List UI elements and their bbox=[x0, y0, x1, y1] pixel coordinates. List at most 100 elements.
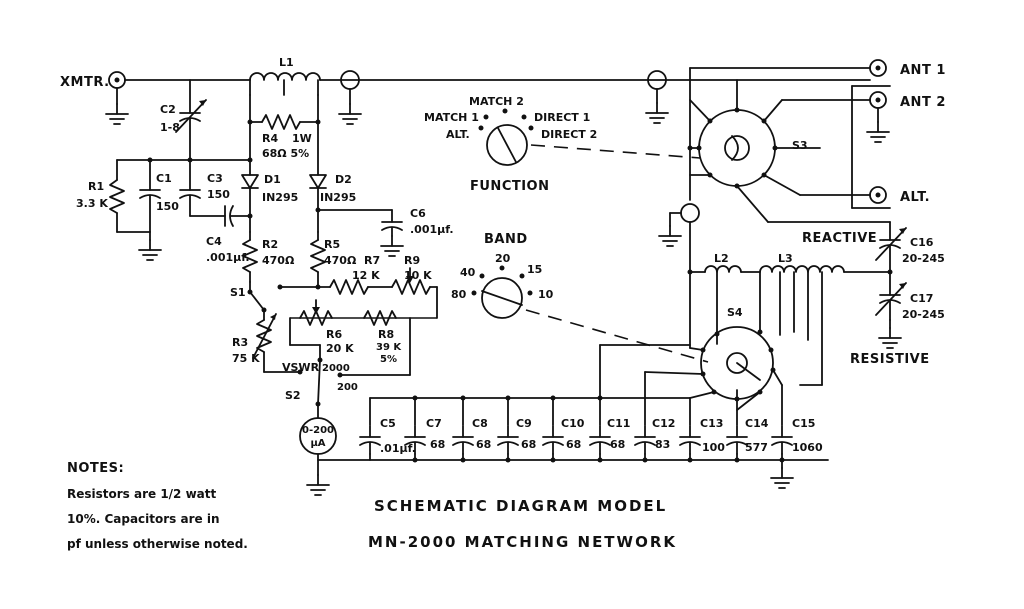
r3-value: 75 K bbox=[232, 352, 260, 365]
r6-label: R6 bbox=[326, 328, 342, 341]
resistor-r1 bbox=[109, 159, 125, 233]
d1-label: D1 bbox=[264, 173, 281, 186]
left-bus bbox=[116, 157, 251, 163]
meter bbox=[299, 417, 337, 496]
c8-label: C8 bbox=[472, 417, 488, 430]
vswr-label: VSWR bbox=[282, 361, 320, 374]
band-15: 15 bbox=[527, 263, 542, 276]
band-20: 20 bbox=[495, 252, 511, 265]
capacitor-c17 bbox=[875, 271, 907, 349]
l1-label: L1 bbox=[279, 56, 294, 69]
r9-value: 10 K bbox=[404, 269, 432, 282]
r1-label: R1 bbox=[88, 180, 104, 193]
l3-label: L3 bbox=[778, 252, 793, 265]
meter-range: 0-200 bbox=[302, 425, 334, 436]
switch-s3 bbox=[687, 79, 891, 223]
c1-label: C1 bbox=[156, 172, 172, 185]
band-80: 80 bbox=[451, 288, 467, 301]
capacitor-c16 bbox=[875, 221, 907, 275]
capacitor-c2 bbox=[175, 79, 207, 161]
s2-2000-position: 2000 bbox=[322, 363, 350, 374]
xmtr-label: XMTR. bbox=[60, 75, 110, 90]
switch-s1 bbox=[247, 281, 267, 321]
function-match1: MATCH 1 bbox=[424, 111, 479, 124]
capacitor-c1 bbox=[139, 159, 161, 233]
potentiometer-r9 bbox=[391, 267, 438, 319]
r8-label: R8 bbox=[378, 328, 394, 341]
inductor-l3 bbox=[759, 265, 891, 386]
r6-value: 20 K bbox=[326, 342, 354, 355]
c15-label: C15 bbox=[792, 417, 815, 430]
resistor-r4 bbox=[247, 94, 321, 130]
band-40: 40 bbox=[460, 266, 476, 279]
coax-ground-2 bbox=[645, 70, 669, 124]
ant1-label: ANT 1 bbox=[900, 63, 946, 78]
function-alt: ALT. bbox=[446, 128, 470, 141]
c4-value: .001µf. bbox=[206, 251, 250, 264]
c12-label: C12 bbox=[652, 417, 675, 430]
c13-label: C13 bbox=[700, 417, 723, 430]
band-title: BAND bbox=[484, 232, 528, 247]
title-line-1: SCHEMATIC DIAGRAM MODEL bbox=[374, 497, 667, 515]
ant1-connector bbox=[689, 59, 887, 81]
alt-label: ALT. bbox=[900, 190, 930, 205]
notes-heading: NOTES: bbox=[67, 461, 124, 476]
inductor-l1 bbox=[249, 72, 321, 96]
c11-label: C11 bbox=[607, 417, 630, 430]
switch-s2 bbox=[297, 359, 321, 419]
s4-label: S4 bbox=[727, 306, 743, 319]
r2-value: 470Ω bbox=[262, 254, 295, 267]
c15-value: 1060 bbox=[792, 441, 823, 454]
c13-value: 100 bbox=[702, 441, 725, 454]
band-10: 10 bbox=[538, 288, 554, 301]
ant2-connector bbox=[851, 85, 891, 209]
c10-value: 68 bbox=[566, 438, 581, 451]
resistor-network-r6-r8 bbox=[289, 299, 437, 378]
c7-label: C7 bbox=[426, 417, 442, 430]
resistive-label: RESISTIVE bbox=[850, 352, 930, 367]
diode-d2 bbox=[309, 121, 327, 233]
notes-line-2: 10%. Capacitors are in bbox=[67, 512, 219, 526]
title-line-2: MN-2000 MATCHING NETWORK bbox=[368, 533, 677, 551]
resistor-r3 bbox=[252, 313, 301, 373]
s1-label: S1 bbox=[230, 286, 246, 299]
c7-value: 68 bbox=[430, 438, 445, 451]
c14-label: C14 bbox=[745, 417, 769, 430]
function-match2: MATCH 2 bbox=[469, 95, 524, 108]
xmtr-connector bbox=[105, 71, 129, 125]
r8-tolerance: 5% bbox=[380, 354, 397, 365]
c16-value: 20-245 bbox=[902, 252, 945, 265]
d2-value: IN295 bbox=[320, 191, 356, 204]
function-title: FUNCTION bbox=[470, 179, 550, 194]
function-switch-knob bbox=[478, 108, 534, 166]
coax-ground-1 bbox=[338, 70, 362, 125]
resistor-r7 bbox=[277, 279, 393, 295]
r3-label: R3 bbox=[232, 336, 248, 349]
r9-label: R9 bbox=[404, 254, 420, 267]
c17-value: 20-245 bbox=[902, 308, 945, 321]
alt-connector bbox=[851, 186, 891, 209]
notes-line-1: Resistors are 1/2 watt bbox=[67, 487, 217, 501]
d1-value: IN295 bbox=[262, 191, 298, 204]
c17-label: C17 bbox=[910, 292, 933, 305]
resistor-r2 bbox=[242, 231, 258, 283]
r4-label: R4 bbox=[262, 132, 278, 145]
c2-label: C2 bbox=[160, 103, 176, 116]
function-direct2: DIRECT 2 bbox=[541, 128, 597, 141]
notes-line-3: pf unless otherwise noted. bbox=[67, 537, 248, 551]
band-s4-linkage bbox=[525, 309, 709, 363]
capacitor-c6 bbox=[317, 209, 404, 257]
c6-label: C6 bbox=[410, 207, 426, 220]
coax-ground-3 bbox=[658, 203, 700, 247]
left-ground-bus bbox=[116, 231, 162, 261]
r7-value: 12 K bbox=[352, 269, 380, 282]
s3-label: S3 bbox=[792, 139, 808, 152]
c5-value: .01µf. bbox=[380, 442, 416, 455]
c14-value: 577 bbox=[745, 441, 768, 454]
meter-unit: µA bbox=[310, 438, 325, 449]
r8-value: 39 K bbox=[376, 342, 402, 353]
c12-value: 83 bbox=[655, 438, 670, 451]
c9-label: C9 bbox=[516, 417, 532, 430]
r1-value: 3.3 K bbox=[76, 197, 108, 210]
